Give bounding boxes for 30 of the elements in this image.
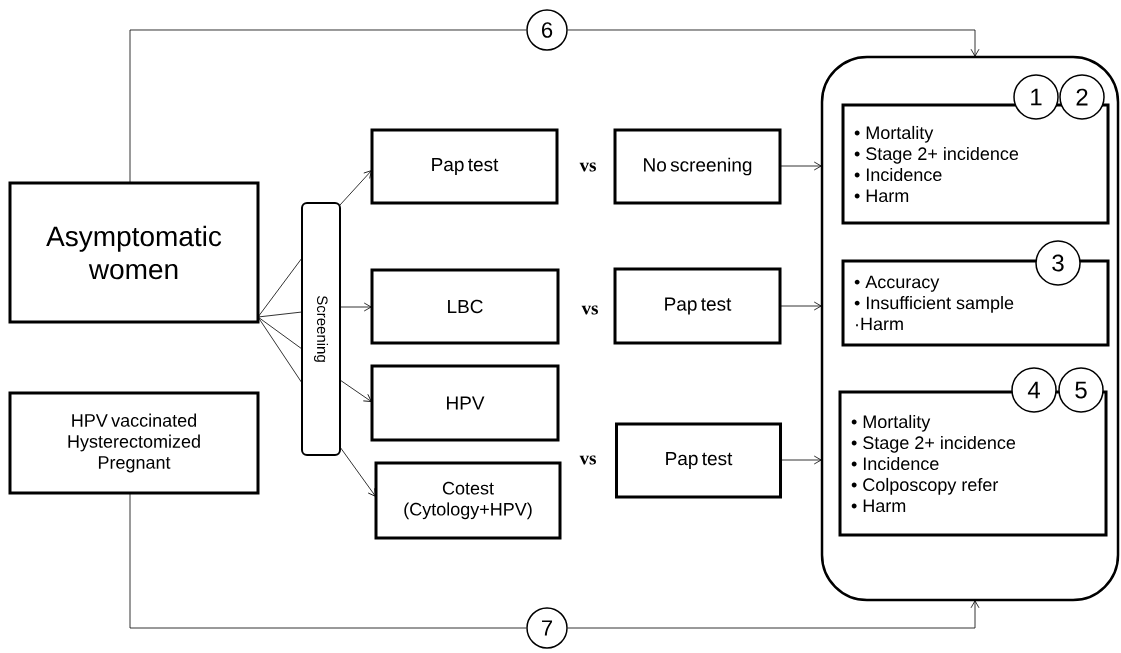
arrow: [339, 302, 372, 312]
callout-number: 1: [1013, 74, 1059, 120]
arrow: [339, 170, 372, 206]
callout-number: 5: [1058, 367, 1104, 413]
screening-bar: Screening: [301, 202, 341, 456]
arrow: [339, 379, 372, 402]
group-box: Asymptomatic women: [8, 181, 260, 324]
callout-number: 4: [1011, 367, 1057, 413]
arrow: [339, 446, 376, 497]
vs-label: vs: [579, 455, 596, 465]
group-box: Cotest (Cytology+HPV): [374, 461, 562, 540]
group-box: Pap test: [613, 267, 782, 345]
vs-label: vs: [581, 305, 598, 315]
group-box: Pap test: [615, 422, 782, 499]
arrow: [779, 301, 822, 311]
group-box: HPV: [370, 364, 560, 442]
group-box: Pap test: [370, 128, 559, 205]
arrow: [567, 600, 980, 629]
arrow: [779, 161, 822, 171]
callout-number: 2: [1059, 74, 1105, 120]
callout-number: 6: [526, 9, 568, 51]
group-box: LBC: [370, 268, 560, 345]
group-box: HPV vaccinated Hysterectomized Pregnant: [8, 391, 260, 495]
arrow: [779, 455, 822, 465]
outcome-panel: [820, 55, 1120, 602]
vs-label: vs: [579, 162, 596, 172]
callout-number: 7: [526, 607, 568, 649]
callout-number: 3: [1035, 240, 1081, 286]
arrow: [567, 29, 980, 57]
group-box: No screening: [613, 128, 782, 205]
